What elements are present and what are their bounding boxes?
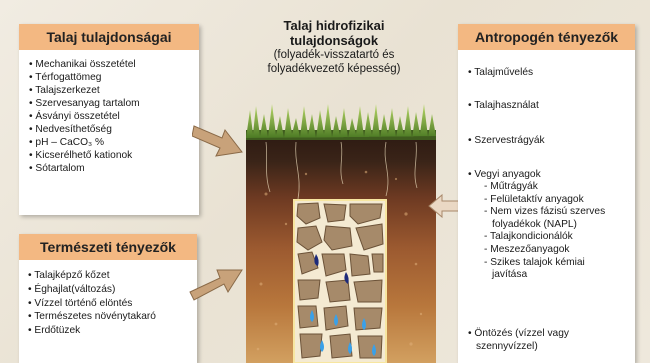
center-title: Talaj hidrofizikai tulajdonságok (folyad…: [238, 18, 430, 76]
center-title-line2: tulajdonságok: [238, 33, 430, 48]
natural-factors-title: Természeti tényezők: [19, 234, 197, 260]
list-item: Nedvesíthetőség: [29, 123, 199, 136]
list-item: Éghajlat(változás): [28, 283, 197, 297]
list-item: Térfogattömeg: [29, 71, 199, 84]
list-item: Szikes talajok kémiai: [484, 257, 605, 270]
list-item: Szervestrágyák: [468, 134, 545, 147]
chemicals-sublist: Műtrágyák Felületaktív anyagok Nem vizes…: [468, 181, 605, 282]
pore-structure-inset: [294, 200, 386, 363]
grass-layer: [246, 104, 436, 140]
list-item: Sótartalom: [29, 162, 199, 175]
natural-factors-list: Talajképző kőzet Éghajlat(változás) Vízz…: [19, 260, 197, 338]
list-item: Vízzel történő elöntés: [28, 297, 197, 311]
arrow-left-icon: [428, 193, 460, 219]
anthropogenic-factors-title: Antropogén tényezők: [458, 24, 635, 50]
list-item-continuation: szennyvízzel): [468, 340, 569, 353]
list-item: Talajhasználat: [468, 99, 539, 112]
list-item: folyadékok (NAPL): [484, 219, 605, 232]
list-item: Ásványi összetétel: [29, 110, 199, 123]
list-item: Talajképző kőzet: [28, 269, 197, 283]
arrow-right-icon: [188, 262, 244, 302]
center-subtitle-line2: folyadékvezető képesség): [238, 62, 430, 76]
list-item: Meszezőanyagok: [484, 244, 605, 257]
soil-profile-illustration: [246, 104, 436, 363]
arrow-right-icon: [192, 118, 244, 162]
list-item: Talajművelés: [468, 66, 533, 79]
list-item: Felületaktív anyagok: [484, 194, 605, 207]
center-title-line1: Talaj hidrofizikai: [238, 18, 430, 33]
natural-factors-box: Természeti tényezők Talajképző kőzet Égh…: [19, 234, 197, 363]
soil-properties-title: Talaj tulajdonságai: [19, 24, 199, 50]
list-item: Szervesanyag tartalom: [29, 97, 199, 110]
list-item: Kicserélhető kationok: [29, 149, 199, 162]
list-item: pH – CaCO₃ %: [29, 136, 199, 149]
list-item: Erdőtüzek: [28, 324, 197, 338]
soil-properties-list: Mechanikai összetétel Térfogattömeg Tala…: [19, 50, 199, 175]
list-item: Talajkondicionálók: [484, 231, 605, 244]
list-item: Öntözés (vízzel vagy: [468, 327, 569, 340]
list-item: Vegyi anyagok: [468, 168, 605, 181]
list-item: javítása: [484, 269, 605, 282]
soil-properties-box: Talaj tulajdonságai Mechanikai összetéte…: [19, 24, 199, 215]
list-item: Nem vizes fázisú szerves: [484, 206, 605, 219]
anthropogenic-factors-box: Antropogén tényezők Talajművelés Talajha…: [458, 24, 635, 363]
list-item: Természetes növénytakaró: [28, 310, 197, 324]
list-item: Mechanikai összetétel: [29, 58, 199, 71]
list-item: Műtrágyák: [484, 181, 605, 194]
list-item: Talajszerkezet: [29, 84, 199, 97]
center-subtitle-line1: (folyadék-visszatartó és: [238, 48, 430, 62]
